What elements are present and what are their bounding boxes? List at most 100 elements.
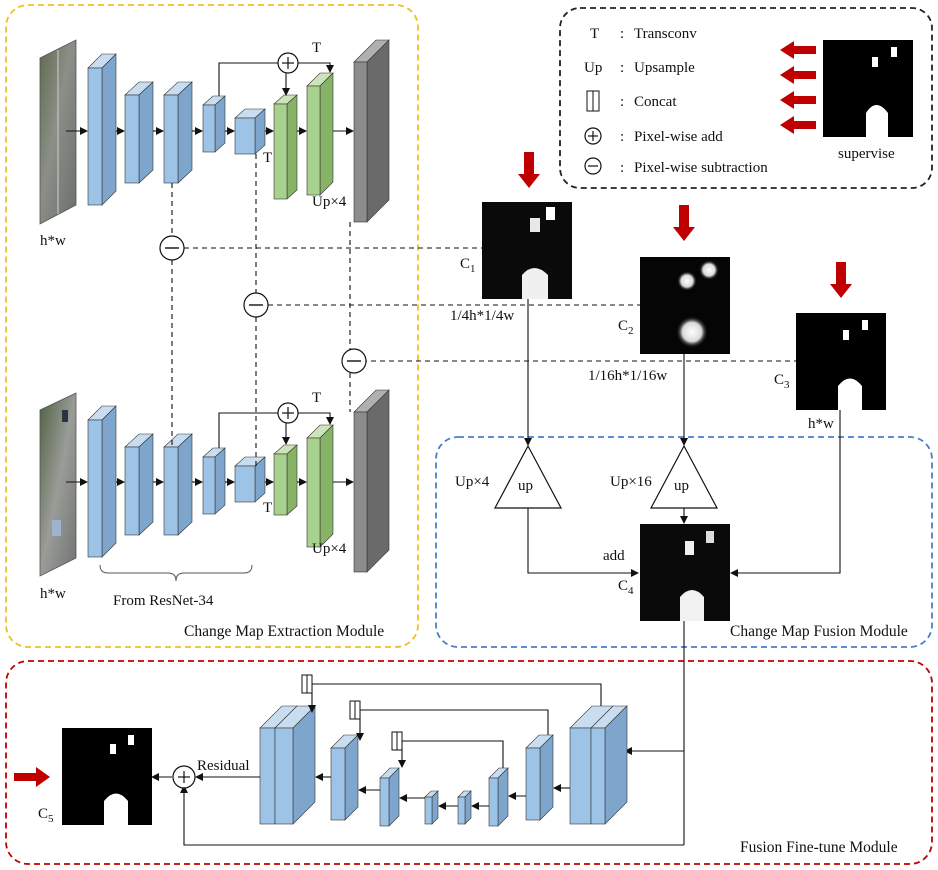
minus-icon xyxy=(341,348,367,374)
resnet-brace xyxy=(99,564,253,582)
plus-icon xyxy=(584,127,602,145)
change-map-c3 xyxy=(796,313,886,410)
change-map-c1 xyxy=(482,202,572,299)
c3-size-label: h*w xyxy=(808,416,834,432)
resnet-label: From ResNet-34 xyxy=(113,593,214,609)
supervise-arrows-icon xyxy=(780,41,816,134)
skip-connection-top xyxy=(218,62,279,96)
finetune-module-border xyxy=(5,660,933,865)
c3-label: C3 xyxy=(774,372,790,391)
encoder-block-5 xyxy=(234,108,266,155)
decoder-block-1 xyxy=(273,94,298,200)
encoder-block-4 xyxy=(202,95,226,153)
input-size-top: h*w xyxy=(40,233,66,249)
transconv-label: T xyxy=(312,40,321,56)
output-block-bottom xyxy=(353,389,390,573)
minus-icon xyxy=(584,157,602,175)
extraction-module-border xyxy=(5,4,419,648)
up-text: up xyxy=(674,478,689,494)
concat-icon xyxy=(586,90,600,112)
concat-icon xyxy=(349,700,361,720)
transconv-label: T xyxy=(263,500,272,516)
finetune-block-dec-1 xyxy=(379,767,400,827)
input-size-bottom: h*w xyxy=(40,586,66,602)
extraction-module-title: Change Map Extraction Module xyxy=(184,623,384,640)
c5-label: C5 xyxy=(38,806,54,825)
transconv-label: T xyxy=(312,390,321,406)
input-image-bottom xyxy=(39,392,77,577)
bottom-branch: h*w xyxy=(39,389,390,609)
legend-text-add: Pixel-wise add xyxy=(634,129,723,145)
change-map-c2 xyxy=(640,257,730,354)
c2-label: C2 xyxy=(618,318,634,337)
finetune-arrows xyxy=(151,683,602,810)
finetune-block-enc-2 xyxy=(525,734,554,821)
encoder-block-5 xyxy=(234,456,266,503)
legend-border xyxy=(559,7,933,189)
legend-sep: : xyxy=(620,26,624,42)
up-text: up xyxy=(518,478,533,494)
plus-icon xyxy=(172,765,196,789)
decoder-block-2 xyxy=(306,424,334,548)
encoder-block-4 xyxy=(202,447,226,515)
supervise-label: supervise xyxy=(838,146,895,162)
finetune-block-dec-2 xyxy=(330,734,359,821)
c1-size-label: 1/4h*1/4w xyxy=(450,308,514,324)
decoder-block-2 xyxy=(306,72,334,196)
encoder-block-1 xyxy=(87,53,117,206)
concat-icon xyxy=(391,731,403,751)
legend-sep: : xyxy=(620,60,624,76)
encoder-block-3 xyxy=(163,433,193,536)
legend-symbol-t: T xyxy=(590,26,599,42)
supervise-arrow-icon xyxy=(518,152,852,298)
add-label: add xyxy=(603,548,625,564)
legend-symbol-up: Up xyxy=(584,60,602,76)
legend-sep: : xyxy=(620,129,624,145)
encoder-block-3 xyxy=(163,81,193,184)
legend-text-subtract: Pixel-wise subtraction xyxy=(634,160,768,176)
fusion-module-title: Change Map Fusion Module xyxy=(730,623,908,640)
minus-icon xyxy=(159,235,185,261)
legend-text-upsample: Upsample xyxy=(634,60,695,76)
encoder-block-2 xyxy=(124,81,154,184)
upsample-x4-node: up xyxy=(494,444,562,509)
concat-icon xyxy=(301,674,313,694)
c1-label: C1 xyxy=(460,256,476,275)
skip-connection-bottom xyxy=(218,412,279,448)
change-map-c5 xyxy=(62,728,152,825)
minus-icon xyxy=(243,292,269,318)
output-block-top xyxy=(353,39,390,223)
finetune-block-bottleneck xyxy=(424,790,439,825)
finetune-block-enc-1 xyxy=(569,705,628,825)
transconv-label: T xyxy=(263,150,272,166)
legend-sep: : xyxy=(620,160,624,176)
top-branch: h*w xyxy=(39,39,390,249)
finetune-block-enc-3 xyxy=(488,767,509,827)
up-x4-label: Up×4 xyxy=(455,474,490,490)
up-x16-label: Up×16 xyxy=(610,474,652,490)
change-map-c4 xyxy=(640,524,730,621)
supervise-arrow-icon xyxy=(14,767,50,787)
finetune-block-dec-3 xyxy=(259,705,316,825)
legend: T : Transconv Up : Upsample : Concat : P… xyxy=(584,26,913,176)
encoder-block-2 xyxy=(124,433,154,536)
upsample-label: Up×4 xyxy=(312,194,347,210)
legend-text-concat: Concat xyxy=(634,94,677,110)
legend-text-transconv: Transconv xyxy=(634,26,697,42)
encoder-block-1 xyxy=(87,405,117,558)
plus-icon xyxy=(277,52,299,74)
decoder-block-1 xyxy=(273,444,298,516)
legend-sep: : xyxy=(620,94,624,110)
input-image-top xyxy=(39,39,77,225)
plus-icon xyxy=(277,402,299,424)
residual-label: Residual xyxy=(197,758,250,774)
upsample-x16-node: up xyxy=(650,444,718,509)
finetune-block-enc-4 xyxy=(457,790,472,825)
c2-size-label: 1/16h*1/16w xyxy=(588,368,667,384)
supervise-mask-image xyxy=(823,40,913,137)
subtraction-links xyxy=(171,154,796,466)
finetune-module-title: Fusion Fine-tune Module xyxy=(740,839,898,856)
upsample-label: Up×4 xyxy=(312,541,347,557)
c4-label: C4 xyxy=(618,578,634,597)
